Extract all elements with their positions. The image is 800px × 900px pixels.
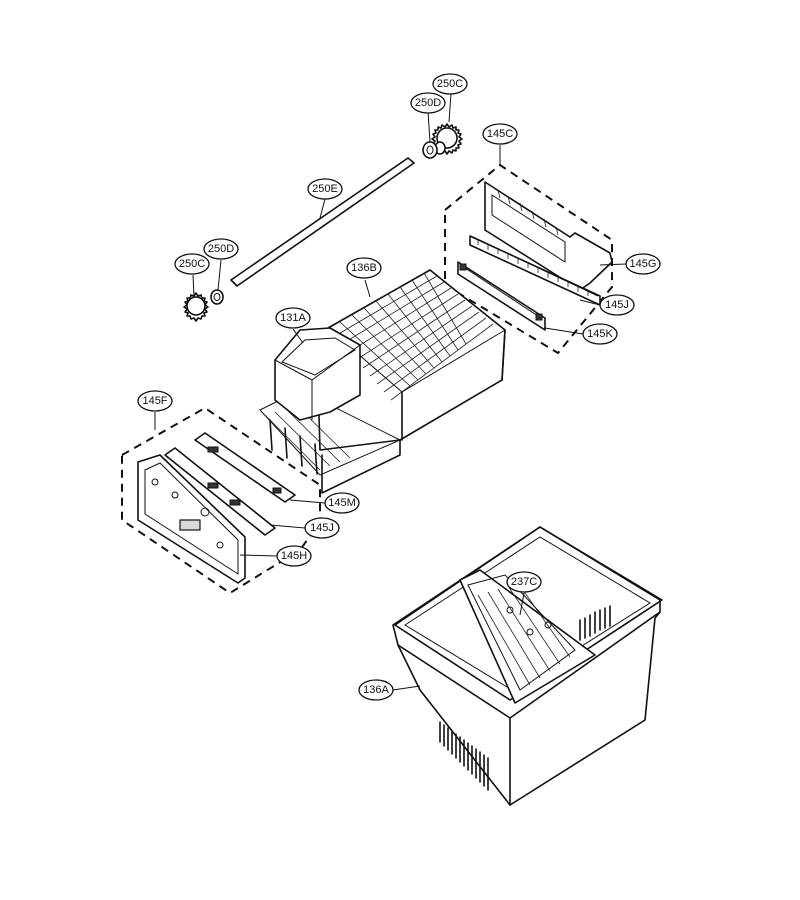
callout-250e-label: 250E <box>312 183 338 195</box>
callout-250c-left: 250C <box>174 253 210 275</box>
callout-250d-top-label: 250D <box>415 97 441 109</box>
callout-145k-label: 145K <box>587 328 613 340</box>
callout-250c-top: 250C <box>432 73 468 95</box>
callout-145g: 145G <box>625 253 661 275</box>
callout-145m: 145M <box>324 492 360 514</box>
gear-250c-left <box>183 292 209 322</box>
rod-250e <box>230 157 415 287</box>
callout-145j-right-label: 145J <box>605 299 629 311</box>
callout-250c-left-label: 250C <box>179 258 205 270</box>
washer-250d-left <box>210 289 224 305</box>
callout-250d-left-label: 250D <box>208 243 234 255</box>
callout-145j-left-label: 145J <box>310 522 334 534</box>
callout-145c: 145C <box>482 123 518 145</box>
callout-145g-label: 145G <box>630 258 657 270</box>
crisper-bin-136a <box>392 526 663 806</box>
callout-237c-label: 237C <box>511 576 537 588</box>
callout-145m-label: 145M <box>328 497 356 509</box>
callout-131a: 131A <box>275 307 311 329</box>
callout-145j-left: 145J <box>304 517 340 539</box>
callout-136b: 136B <box>346 257 382 279</box>
callout-250e: 250E <box>307 178 343 200</box>
callout-250c-top-label: 250C <box>437 78 463 90</box>
callout-145f: 145F <box>137 390 173 412</box>
bracket-group-145f <box>121 406 321 595</box>
callout-145c-label: 145C <box>487 128 513 140</box>
leader-lines <box>154 92 627 691</box>
bin-131a <box>274 327 361 421</box>
callout-250d-left: 250D <box>203 238 239 260</box>
callout-237c: 237C <box>506 571 542 593</box>
callout-145f-label: 145F <box>142 395 167 407</box>
washer-250d-top <box>422 141 438 159</box>
callout-136a: 136A <box>358 679 394 701</box>
callout-145j-right: 145J <box>599 294 635 316</box>
bracket-group-145c <box>444 163 613 355</box>
callout-250d-top: 250D <box>410 92 446 114</box>
callout-136b-label: 136B <box>351 262 377 274</box>
wire-basket-136b <box>259 269 506 494</box>
callout-145h-label: 145H <box>281 550 307 562</box>
callout-145k: 145K <box>582 323 618 345</box>
callout-145h: 145H <box>276 545 312 567</box>
callout-136a-label: 136A <box>363 684 389 696</box>
callout-131a-label: 131A <box>280 312 306 324</box>
